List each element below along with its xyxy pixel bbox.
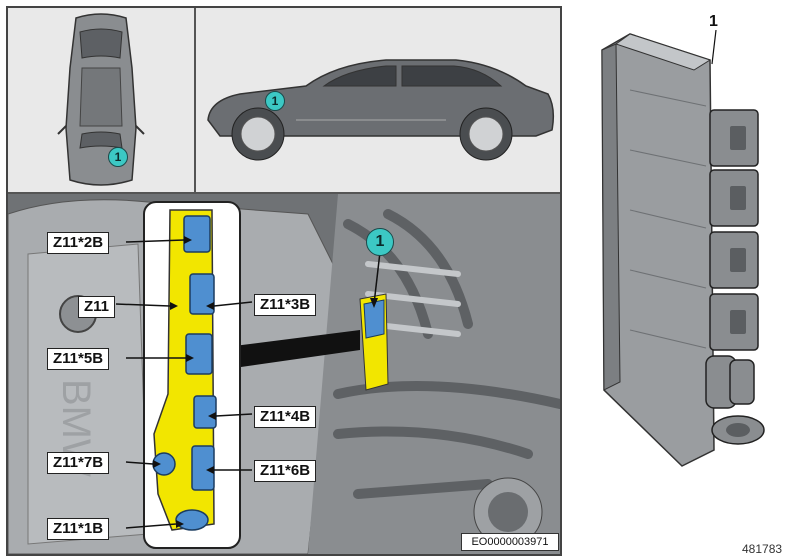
car-side-view-panel: 1 <box>196 8 560 192</box>
label-z11-2b: Z11*2B <box>47 232 110 254</box>
label-z11-1b: Z11*1B <box>47 518 110 540</box>
reference-code: EO0000003971 <box>461 533 559 551</box>
label-z11: Z11 <box>78 296 116 318</box>
car-side-view <box>207 59 555 161</box>
panel-divider-horizontal <box>8 192 560 194</box>
car-top-view-panel: 1 <box>8 8 194 192</box>
panel-divider-vertical <box>194 8 196 192</box>
label-z11-4b: Z11*4B <box>254 406 317 428</box>
callout-engine-bay: 1 <box>366 228 394 256</box>
label-z11-6b: Z11*6B <box>254 460 317 482</box>
engine-bay-panel: BMW <box>8 194 560 554</box>
label-z11-7b: Z11*7B <box>47 452 110 474</box>
car-top-view <box>57 13 145 186</box>
callout-top-view: 1 <box>108 147 128 167</box>
image-number: 481783 <box>742 542 783 556</box>
callout-side-view: 1 <box>265 91 285 111</box>
control-unit-part-illustration <box>601 30 765 467</box>
label-z11-5b: Z11*5B <box>47 348 110 370</box>
label-z11-3b: Z11*3B <box>254 294 317 316</box>
engine-bay-illustration: BMW <box>8 194 560 554</box>
part-number-label: 1 <box>709 13 718 30</box>
diagram-frame: 1 1 BMW <box>6 6 562 556</box>
